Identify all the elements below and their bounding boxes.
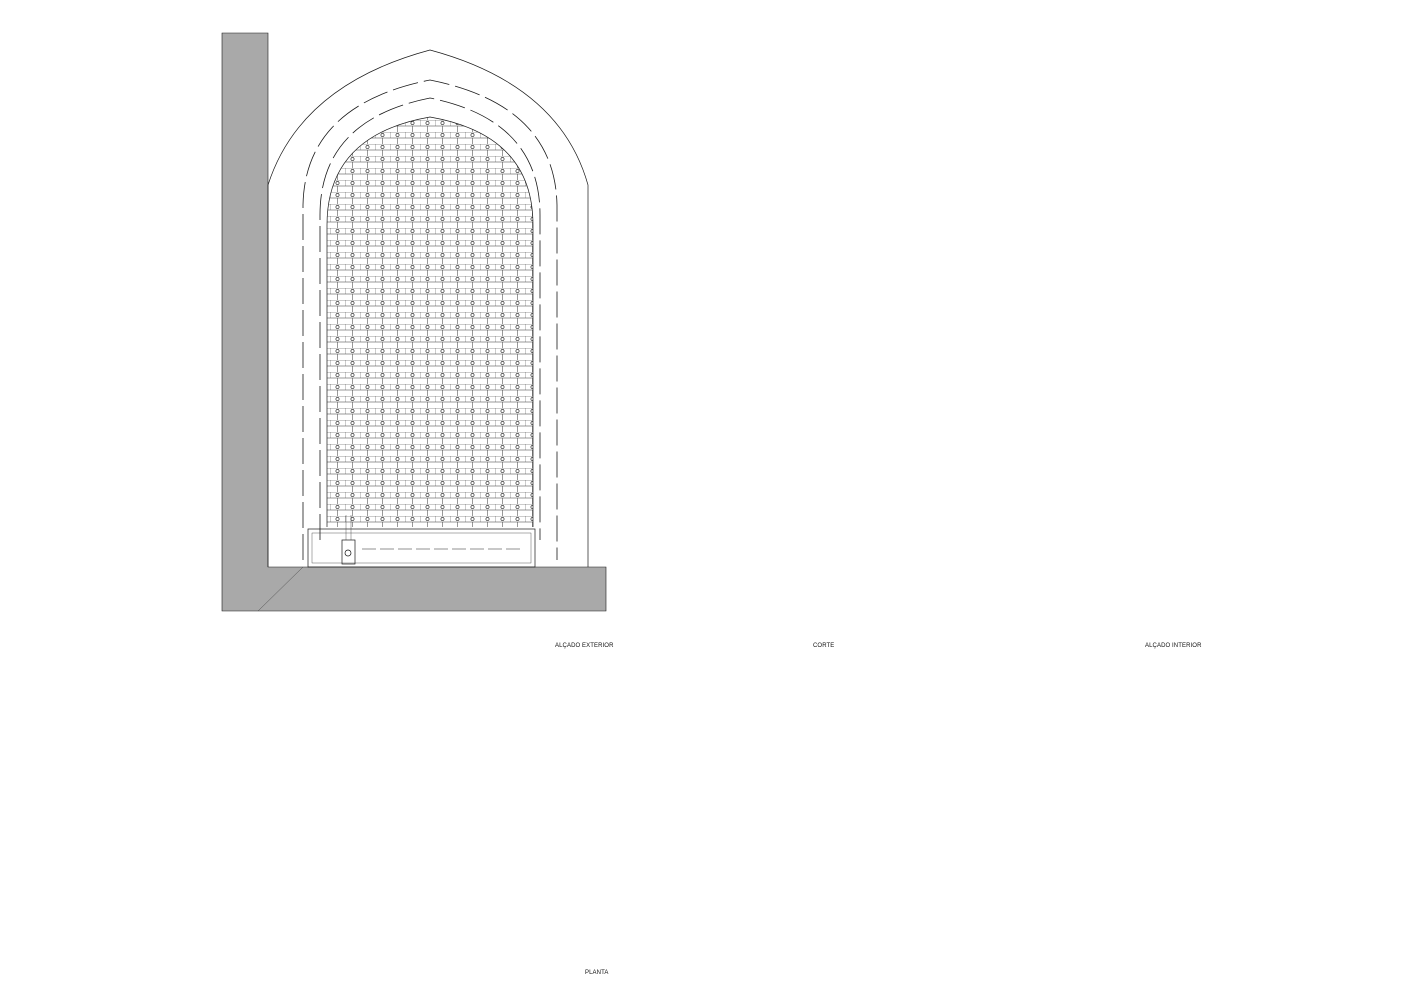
interior-elevation-label: ALÇADO INTERIOR — [1145, 643, 1202, 649]
plan-label: PLANTA — [585, 970, 609, 976]
exterior-elevation-drawing — [221, 32, 607, 612]
exterior-elevation-label: ALÇADO EXTERIOR — [555, 643, 614, 649]
section-label: CORTE — [813, 643, 835, 649]
